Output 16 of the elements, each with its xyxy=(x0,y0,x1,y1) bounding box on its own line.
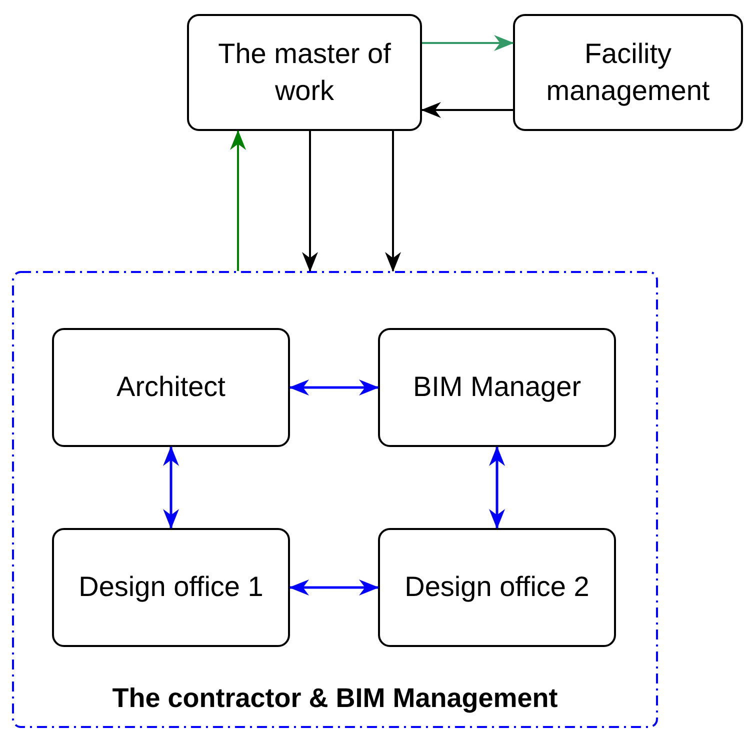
arrow xyxy=(489,446,505,529)
group-title: The contractor & BIM Management xyxy=(111,683,559,714)
arrow xyxy=(289,380,379,396)
process-box: The master of work xyxy=(187,14,422,131)
arrow xyxy=(289,580,379,596)
arrow xyxy=(422,35,514,51)
process-box: Design office 2 xyxy=(378,528,616,647)
arrow xyxy=(421,102,513,118)
process-box: Facility management xyxy=(513,14,743,131)
process-box: BIM Manager xyxy=(378,328,616,447)
arrow xyxy=(163,446,179,529)
process-box: Architect xyxy=(52,328,290,447)
arrow xyxy=(385,131,401,272)
process-box: Design office 1 xyxy=(52,528,290,647)
arrow xyxy=(302,131,318,272)
arrow xyxy=(230,130,246,271)
